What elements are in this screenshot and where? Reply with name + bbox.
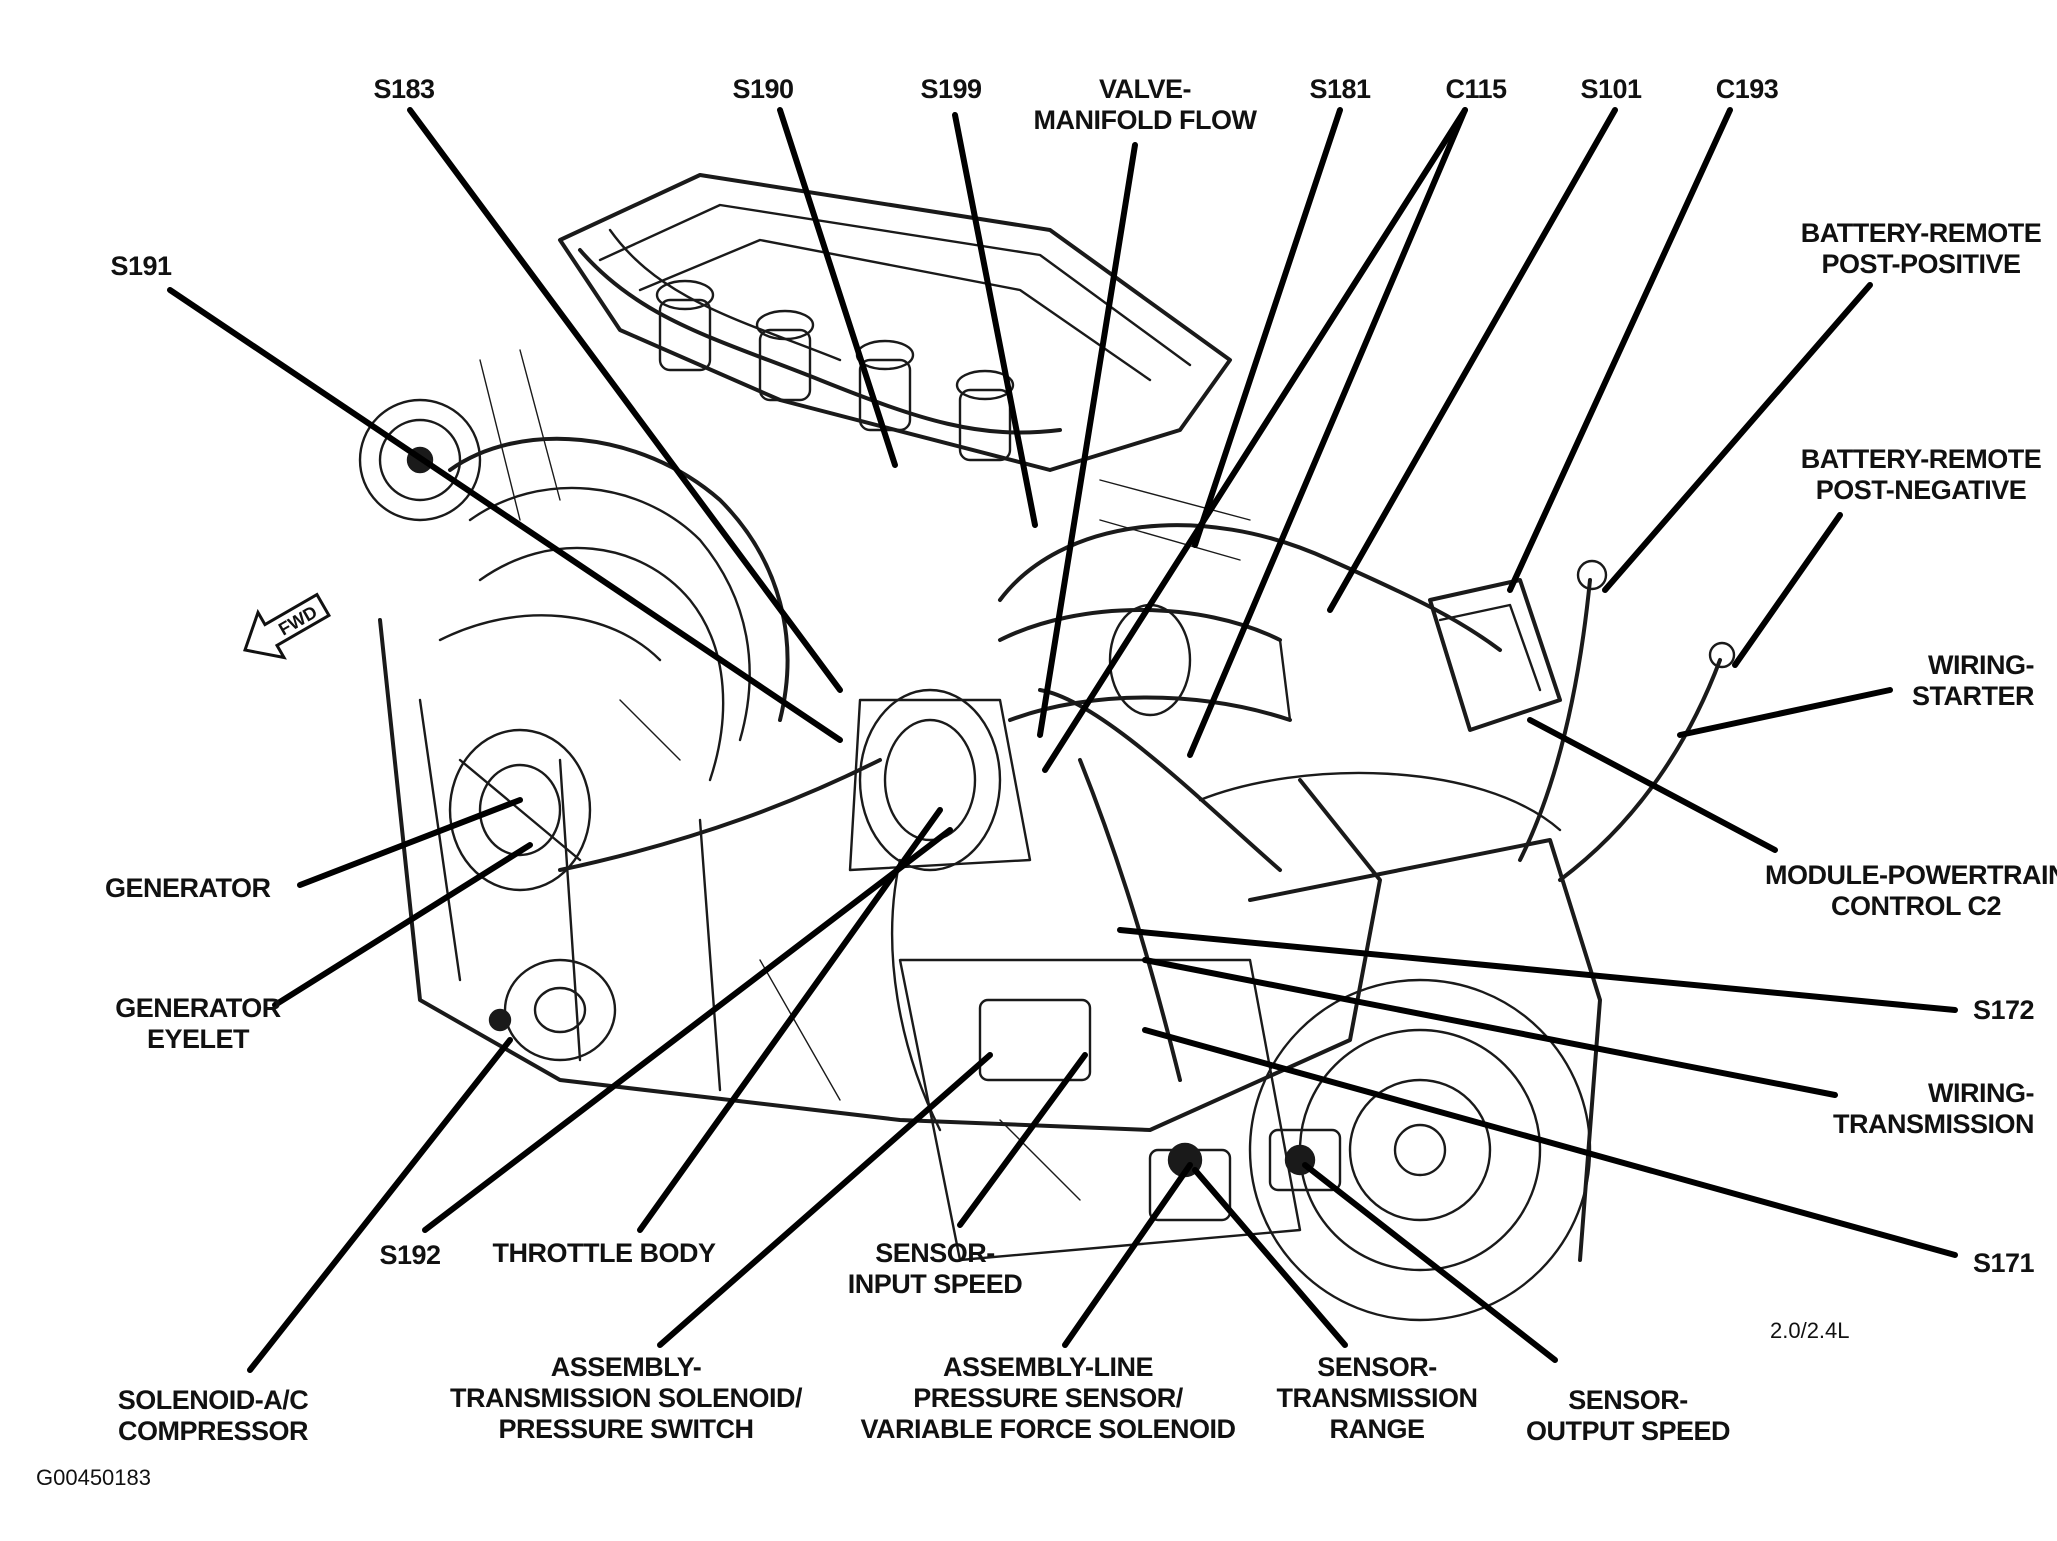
label-solenoid-ac-compressor: SOLENOID-A/C COMPRESSOR [117, 1385, 309, 1446]
leader-s199 [952, 112, 1038, 528]
leader-wiring-starter [1677, 687, 1893, 738]
leader-s171 [1142, 1027, 1958, 1258]
leader-solenoid [247, 1037, 513, 1373]
label-valve-manifold-flow: VALVE- MANIFOLD FLOW [1033, 74, 1257, 135]
label-sensor-input-speed: SENSOR- INPUT SPEED [847, 1238, 1023, 1299]
label-s171: S171 [1972, 1248, 2035, 1278]
fwd-arrow-icon: FWD [243, 592, 331, 660]
leader-assembly-line [1062, 1162, 1193, 1348]
leader-generator-eyelet [272, 842, 533, 1008]
engine-drawing [358, 173, 1736, 1322]
leader-s172 [1117, 927, 1958, 1013]
leader-battery-neg [1732, 512, 1843, 668]
label-s199: S199 [920, 74, 982, 104]
label-c115: C115 [1445, 74, 1507, 104]
label-s190: S190 [732, 74, 794, 104]
label-s101: S101 [1580, 74, 1642, 104]
label-s191: S191 [110, 251, 172, 281]
leader-valve [1037, 142, 1138, 738]
leader-s101 [1327, 107, 1618, 613]
leader-s190 [777, 107, 898, 468]
leader-lines [167, 107, 1958, 1373]
figure-id: G00450183 [36, 1465, 151, 1490]
label-generator: GENERATOR [105, 873, 271, 903]
leader-c193 [1507, 107, 1733, 593]
label-generator-eyelet: GENERATOR EYELET [115, 993, 281, 1054]
leader-sensor-output [1302, 1162, 1558, 1363]
label-s172: S172 [1972, 995, 2035, 1025]
label-assembly-line-pressure-sensor: ASSEMBLY-LINE PRESSURE SENSOR/ VARIABLE … [860, 1352, 1236, 1444]
leader-throttle-body [637, 807, 943, 1233]
label-battery-remote-post-positive: BATTERY-REMOTE POST-POSITIVE [1800, 218, 2042, 279]
leader-module [1527, 717, 1778, 853]
leader-c115-a [1042, 107, 1468, 773]
leader-s183 [407, 107, 843, 693]
leader-c115-b [1187, 107, 1468, 758]
label-throttle-body: THROTTLE BODY [492, 1238, 717, 1268]
leader-s192 [422, 827, 953, 1233]
engine-size-note: 2.0/2.4L [1770, 1318, 1850, 1343]
leader-battery-pos [1602, 282, 1873, 593]
leader-s191 [167, 287, 843, 743]
label-wiring-starter: WIRING- STARTER [1912, 650, 2035, 711]
leader-s181 [1192, 107, 1343, 548]
label-battery-remote-post-negative: BATTERY-REMOTE POST-NEGATIVE [1800, 444, 2042, 505]
label-sensor-transmission-range: SENSOR- TRANSMISSION RANGE [1276, 1352, 1478, 1444]
label-s183: S183 [373, 74, 435, 104]
label-sensor-output-speed: SENSOR- OUTPUT SPEED [1525, 1385, 1731, 1446]
leader-assembly-trans [657, 1052, 993, 1348]
leader-sensor-input [957, 1052, 1088, 1228]
label-wiring-transmission: WIRING- TRANSMISSION [1832, 1078, 2035, 1139]
label-module-powertrain-control-c2: MODULE-POWERTRAIN CONTROL C2 [1765, 860, 2057, 921]
leader-sensor-range [1192, 1167, 1348, 1348]
label-assembly-transmission-solenoid: ASSEMBLY- TRANSMISSION SOLENOID/ PRESSUR… [449, 1352, 803, 1444]
label-c193: C193 [1715, 74, 1779, 104]
leader-generator [297, 797, 523, 888]
label-s192: S192 [379, 1240, 441, 1270]
label-s181: S181 [1309, 74, 1371, 104]
leader-wiring-trans [1142, 957, 1838, 1098]
